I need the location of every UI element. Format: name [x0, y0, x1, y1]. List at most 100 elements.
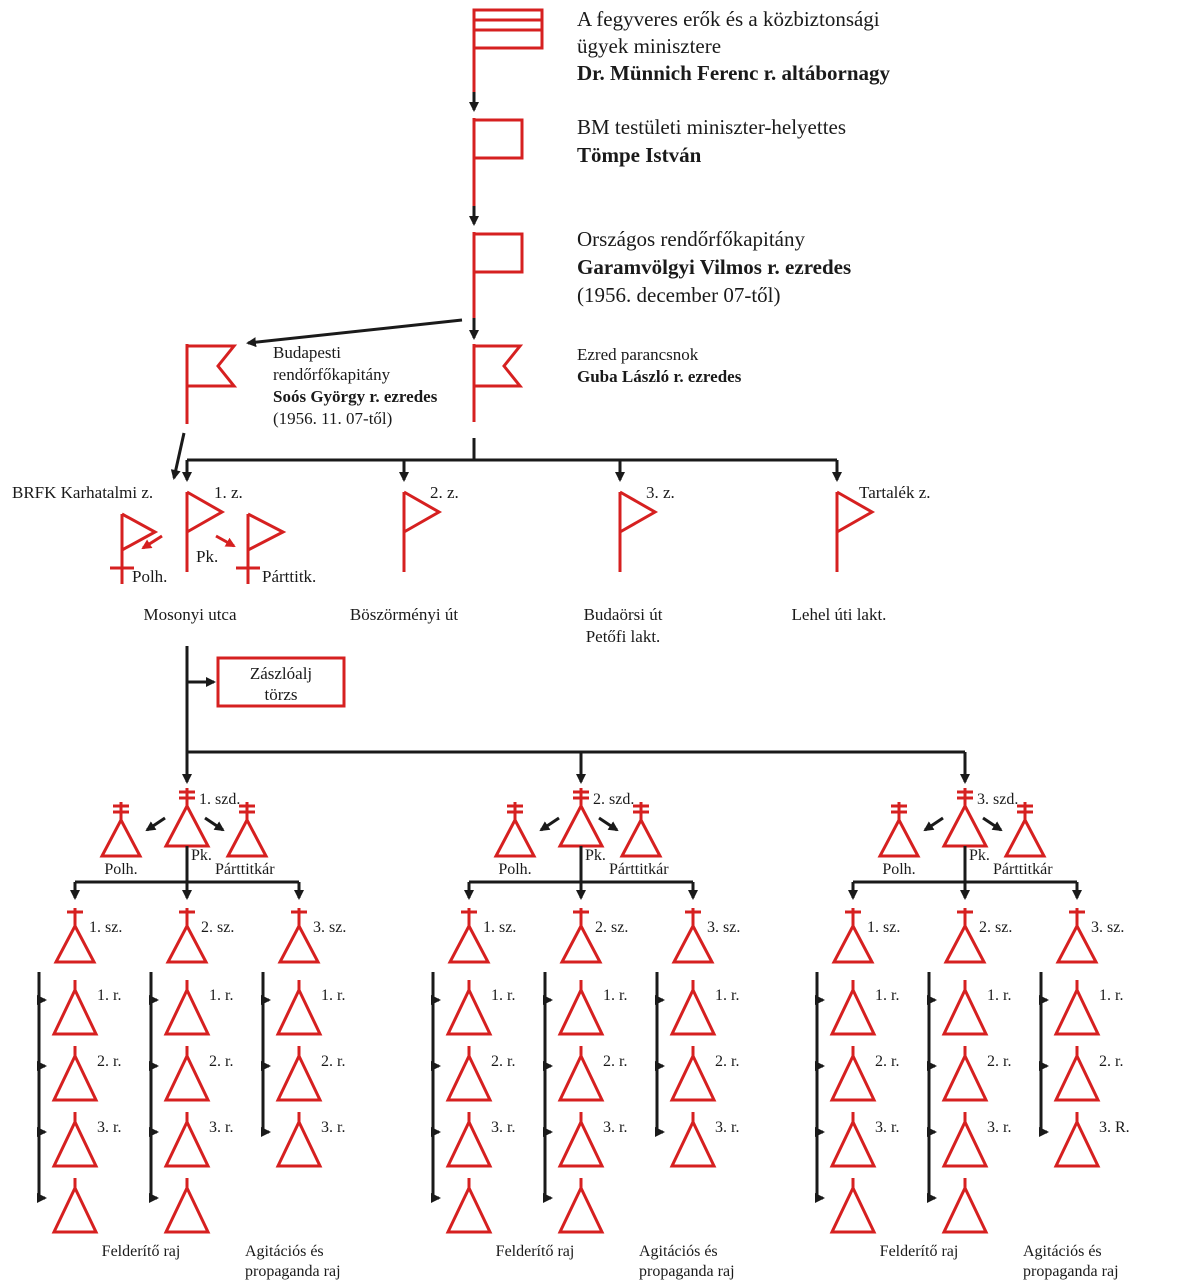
minister-title-line2: ügyek minisztere — [577, 34, 721, 58]
squad-label: 3. R. — [1099, 1119, 1130, 1136]
minister-title-line1: A fegyveres erők és a közbiztonsági — [577, 7, 880, 31]
squad-label: 3. r. — [715, 1119, 739, 1136]
squad-triangle-icon — [941, 1052, 989, 1102]
chief-to-budapest-arrow — [246, 318, 463, 348]
squad-triangle-icon — [669, 1052, 717, 1102]
squad-label: 2. r. — [875, 1053, 899, 1070]
squad-label: 2. r. — [1099, 1053, 1123, 1070]
platoon-1: 1. sz.1. r.2. r.3. r. — [37, 882, 122, 1234]
company-polh-label: Polh. — [498, 861, 531, 878]
platoon-label: 1. sz. — [867, 919, 900, 936]
platoon-symbol-icon — [1055, 908, 1099, 964]
squad-triangle-icon — [51, 1118, 99, 1168]
location-boszormenyi: Böszörményi út — [350, 605, 458, 624]
company-polh-icon — [493, 802, 537, 858]
company-pk: Pk. — [191, 847, 212, 864]
budapest-chief-flag-icon — [185, 344, 238, 424]
unit-triangle — [831, 922, 875, 964]
location-budaorsi: Budaörsi út — [584, 605, 663, 624]
squad-label: 2. r. — [97, 1053, 121, 1070]
squad-triangle-icon — [829, 1052, 877, 1102]
bn2-pennant-icon — [402, 490, 443, 572]
platoon-label: 2. sz. — [201, 919, 234, 936]
staff-box — [216, 656, 346, 708]
brfk-label: BRFK Karhatalmi z. — [12, 483, 153, 502]
squad-triangle-icon — [163, 986, 211, 1036]
platoon-2: 2. sz.1. r.2. r.3. r. — [543, 882, 628, 1234]
platoon-label: 1. sz. — [89, 919, 122, 936]
unit-triangle — [163, 802, 211, 848]
squad-triangle-icon — [51, 1052, 99, 1102]
squad-label: 1. r. — [209, 987, 233, 1004]
company-partt-icon — [225, 802, 269, 858]
location-mosonyi: Mosonyi utca — [143, 605, 236, 624]
company-partt-label: Párttitkár — [993, 861, 1053, 878]
squad-triangle-icon — [941, 1118, 989, 1168]
squad-triangle-icon — [1053, 986, 1101, 1036]
agit-label-1: Agitációs és — [245, 1243, 324, 1260]
bn1-label: 1. z. — [214, 483, 243, 502]
squad-triangle-icon — [669, 1118, 717, 1168]
recon-label: Felderítő raj — [102, 1243, 181, 1260]
platoon-label: 2. sz. — [979, 919, 1012, 936]
unit-triangle — [493, 816, 537, 858]
budapest-to-brfk-arrow — [170, 432, 186, 480]
platoon-2: 2. sz.1. r.2. r.3. r. — [927, 882, 1012, 1234]
regiment-title: Ezred parancsnok — [577, 345, 699, 364]
platoon-label: 1. sz. — [483, 919, 516, 936]
company-to-polh-arrow — [145, 816, 166, 832]
platoon-1: 1. sz.1. r.2. r.3. r. — [431, 882, 516, 1234]
company-to-partt-arrow — [598, 816, 619, 832]
company-pk: Pk. — [585, 847, 606, 864]
squad-triangle-icon — [445, 1052, 493, 1102]
company-label: 1. szd. — [199, 791, 240, 808]
chief-flag-icon — [472, 232, 524, 318]
recon-label: Felderítő raj — [496, 1243, 575, 1260]
unit-triangle — [277, 922, 321, 964]
regiment-flag-icon — [472, 344, 524, 422]
squad-label: 3. r. — [209, 1119, 233, 1136]
unit-triangle — [671, 922, 715, 964]
recon-label: Felderítő raj — [880, 1243, 959, 1260]
agit-label-1: Agitációs és — [1023, 1243, 1102, 1260]
squad-label: 2. r. — [491, 1053, 515, 1070]
squad-triangle-icon — [557, 1184, 605, 1234]
deputy-name: Tömpe István — [577, 143, 702, 167]
unit-triangle — [225, 816, 269, 858]
company-polh-label: Polh. — [104, 861, 137, 878]
unit-triangle — [53, 922, 97, 964]
budapest-line2: rendőrfőkapitány — [273, 365, 391, 384]
squad-triangle-icon — [829, 1184, 877, 1234]
squad-triangle-icon — [163, 1184, 211, 1234]
platoon-symbol-icon — [559, 908, 603, 964]
squad-label: 2. r. — [209, 1053, 233, 1070]
bn1-pk: Pk. — [196, 547, 218, 566]
squad-label: 1. r. — [715, 987, 739, 1004]
platoon-symbol-icon — [277, 908, 321, 964]
deputy-flag-icon — [472, 118, 524, 206]
company-partt-icon — [1003, 802, 1047, 858]
squad-triangle-icon — [557, 1118, 605, 1168]
bn1-pennant-icon — [185, 490, 226, 572]
chief-title: Országos rendőrfőkapitány — [577, 227, 806, 251]
company-pk: Pk. — [969, 847, 990, 864]
squad-label: 1. r. — [1099, 987, 1123, 1004]
squad-triangle-icon — [445, 986, 493, 1036]
platoon-3: 3. sz.1. r.2. r.3. R. — [1039, 882, 1130, 1168]
squad-label: 2. r. — [715, 1053, 739, 1070]
squad-triangle-icon — [1053, 1052, 1101, 1102]
platoon-3: 3. sz.1. r.2. r.3. r. — [655, 882, 740, 1168]
company-to-partt-arrow — [204, 816, 225, 832]
unit-triangle — [941, 802, 989, 848]
unit-triangle — [619, 816, 663, 858]
squad-label: 1. r. — [987, 987, 1011, 1004]
bn3-label: 3. z. — [646, 483, 675, 502]
platoon-symbol-icon — [53, 908, 97, 964]
platoon-symbol-icon — [831, 908, 875, 964]
squad-label: 2. r. — [987, 1053, 1011, 1070]
unit-triangle — [1003, 816, 1047, 858]
squad-triangle-icon — [829, 1118, 877, 1168]
squad-triangle-icon — [163, 1118, 211, 1168]
unit-triangle — [943, 922, 987, 964]
